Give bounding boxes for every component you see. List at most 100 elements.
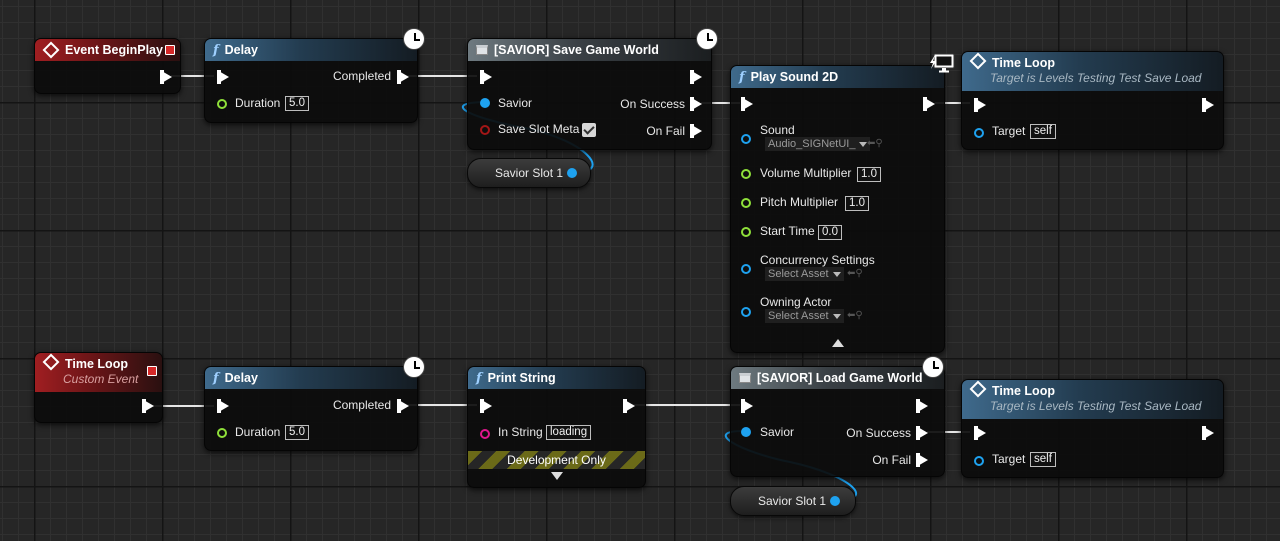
delegate-pin-icon[interactable]: [147, 366, 157, 376]
exec-out-pin[interactable]: [142, 399, 154, 413]
completed-label: Completed: [332, 69, 391, 83]
in-string-input[interactable]: loading: [546, 425, 592, 440]
exec-in-pin[interactable]: [741, 97, 753, 111]
delay-node[interactable]: f Delay Completed Duration 5.0: [204, 366, 418, 451]
time-loop-call-node[interactable]: Time Loop Target is Levels Testing Test …: [961, 51, 1224, 150]
start-time-pin[interactable]: [741, 227, 751, 237]
volume-pin[interactable]: [741, 169, 751, 179]
latent-clock-icon: [403, 356, 425, 378]
time-loop-custom-event-node[interactable]: Time Loop Custom Event: [34, 352, 163, 423]
concurrency-pin[interactable]: [741, 264, 751, 274]
pitch-input[interactable]: 1.0: [845, 196, 869, 211]
concurrency-asset-picker[interactable]: Select Asset: [765, 267, 844, 281]
expand-arrow-icon[interactable]: [551, 472, 563, 480]
duration-pin[interactable]: [217, 99, 227, 109]
on-fail-exec-pin[interactable]: [916, 453, 928, 467]
duration-input[interactable]: 5.0: [285, 425, 309, 440]
browse-icon[interactable]: ⬅⚲: [867, 138, 883, 149]
duration-label: Duration: [235, 96, 281, 110]
load-game-world-node[interactable]: [SAVIOR] Load Game World Savior On Succe…: [730, 366, 945, 477]
browse-icon[interactable]: ⬅⚲: [847, 268, 863, 279]
target-value[interactable]: self: [1030, 452, 1056, 467]
sound-pin[interactable]: [741, 134, 751, 144]
delegate-pin-icon[interactable]: [165, 45, 175, 55]
on-success-exec-pin[interactable]: [690, 97, 702, 111]
browse-icon[interactable]: ⬅⚲: [847, 310, 863, 321]
development-only-banner: Development Only: [468, 451, 645, 469]
savior-slot-variable[interactable]: Savior Slot 1: [467, 158, 591, 188]
savior-pin[interactable]: [741, 427, 751, 437]
on-success-label: On Success: [846, 426, 911, 440]
owning-actor-label: Owning Actor: [760, 295, 832, 309]
node-header: Time Loop Custom Event: [35, 353, 162, 392]
on-success-label: On Success: [620, 97, 685, 111]
pitch-pin[interactable]: [741, 198, 751, 208]
concurrency-label: Concurrency Settings: [760, 253, 875, 267]
owning-actor-pin[interactable]: [741, 307, 751, 317]
savior-pin[interactable]: [480, 98, 490, 108]
exec-out-pin[interactable]: [160, 70, 172, 84]
delay-node[interactable]: f Delay Completed Duration 5.0: [204, 38, 418, 123]
dropdown-icon: [832, 271, 841, 277]
node-subtitle: Target is Levels Testing Test Save Load: [990, 71, 1202, 85]
target-label: Target: [992, 124, 1026, 138]
variable-out-pin[interactable]: [567, 168, 577, 178]
target-value[interactable]: self: [1030, 124, 1056, 139]
on-success-exec-pin[interactable]: [916, 426, 928, 440]
exec-out-pin-outline[interactable]: [1202, 98, 1214, 112]
exec-in-pin[interactable]: [480, 399, 492, 413]
exec-out-pin-outline[interactable]: [690, 70, 702, 84]
exec-in-pin[interactable]: [217, 70, 229, 84]
node-header: f Play Sound 2D: [731, 66, 944, 88]
duration-input[interactable]: 5.0: [285, 96, 309, 111]
print-string-node[interactable]: f Print String In String loading Develop…: [467, 366, 646, 488]
node-title: Event BeginPlay: [65, 43, 163, 57]
owning-actor-picker[interactable]: Select Asset: [765, 309, 844, 323]
exec-out-pin[interactable]: [397, 70, 409, 84]
exec-in-pin[interactable]: [217, 399, 229, 413]
play-sound-2d-node[interactable]: f Play Sound 2D Sound Audio_SIGNetUI_ ⬅⚲…: [730, 65, 945, 353]
start-time-label: Start Time: [760, 224, 815, 238]
duration-pin[interactable]: [217, 428, 227, 438]
variable-out-pin[interactable]: [830, 496, 840, 506]
savior-slot-variable[interactable]: Savior Slot 1: [730, 486, 856, 516]
function-icon: f: [213, 370, 219, 386]
client-only-monitor-icon: [930, 53, 955, 73]
exec-in-pin[interactable]: [741, 399, 753, 413]
concurrency-asset-value: Select Asset: [768, 268, 829, 280]
node-title: Play Sound 2D: [750, 70, 839, 84]
exec-out-pin[interactable]: [397, 399, 409, 413]
node-header: Time Loop Target is Levels Testing Test …: [962, 52, 1223, 91]
time-loop-call-node[interactable]: Time Loop Target is Levels Testing Test …: [961, 379, 1224, 478]
savior-label: Savior: [760, 425, 795, 439]
event-diamond-icon: [969, 52, 987, 70]
node-title: Delay: [224, 371, 258, 385]
exec-out-pin[interactable]: [923, 97, 935, 111]
start-time-input[interactable]: 0.0: [818, 225, 842, 240]
macro-icon: [476, 45, 488, 55]
exec-in-pin[interactable]: [974, 98, 986, 112]
in-string-pin[interactable]: [480, 429, 490, 439]
volume-input[interactable]: 1.0: [857, 167, 881, 182]
target-pin[interactable]: [974, 128, 984, 138]
node-subtitle: Target is Levels Testing Test Save Load: [990, 399, 1202, 413]
on-fail-exec-pin[interactable]: [690, 124, 702, 138]
save-slot-meta-pin[interactable]: [480, 125, 490, 135]
exec-out-pin-outline[interactable]: [916, 399, 928, 413]
exec-out-pin[interactable]: [623, 399, 635, 413]
event-beginplay-node[interactable]: Event BeginPlay: [34, 38, 181, 94]
function-icon: f: [213, 42, 219, 58]
collapse-arrow-icon[interactable]: [832, 339, 844, 347]
sound-label: Sound: [760, 123, 795, 137]
event-diamond-icon: [42, 353, 60, 371]
save-game-world-node[interactable]: [SAVIOR] Save Game World Savior On Succe…: [467, 38, 712, 150]
exec-in-pin[interactable]: [974, 426, 986, 440]
sound-asset-picker[interactable]: Audio_SIGNetUI_: [765, 137, 871, 151]
node-subtitle: Custom Event: [63, 372, 139, 386]
save-slot-meta-label: Save Slot Meta: [498, 122, 580, 136]
function-icon: f: [739, 69, 745, 85]
target-pin[interactable]: [974, 456, 984, 466]
exec-in-pin[interactable]: [480, 70, 492, 84]
save-slot-meta-checkbox[interactable]: [582, 123, 596, 137]
exec-out-pin-outline[interactable]: [1202, 426, 1214, 440]
